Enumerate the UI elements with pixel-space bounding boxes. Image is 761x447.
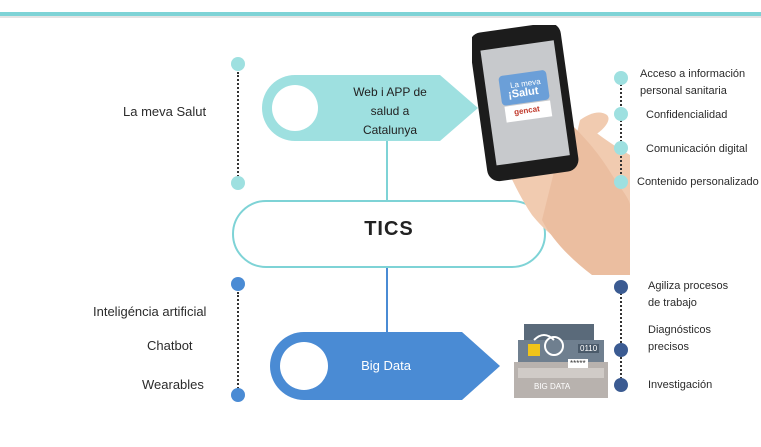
right-bottom-dot-3 <box>614 378 628 392</box>
top-left-dotted-line <box>237 72 239 180</box>
top-banner <box>262 75 478 141</box>
top-accent-bar <box>0 12 761 16</box>
top-banner-title: Web i APP de salud a Catalunya <box>353 85 427 137</box>
right-top-item-3: Comunicación digital <box>646 143 748 155</box>
right-bottom-dot-1 <box>614 280 628 294</box>
phone-in-hand-illustration <box>472 25 630 275</box>
top-left-dot-upper <box>231 57 245 71</box>
bottom-banner <box>270 332 500 400</box>
right-bottom-item-2: Diagnósticos precisos <box>648 324 711 353</box>
bottom-banner-title: Big Data <box>361 358 411 373</box>
right-top-dot-2 <box>614 107 628 121</box>
top-left-dot-lower <box>231 176 245 190</box>
tics-label: TICS <box>364 218 414 240</box>
right-top-dot-1 <box>614 71 628 85</box>
right-top-item-1: Acceso a información personal sanitaria <box>640 68 746 97</box>
right-top-dot-3 <box>614 141 628 155</box>
bottom-left-dot-upper <box>231 277 245 291</box>
top-left-label: La meva Salut <box>123 104 207 119</box>
big-data-caption: BIG DATA <box>534 382 571 391</box>
tics-pill <box>232 200 546 268</box>
right-top-item-2: Confidencialidad <box>646 109 728 121</box>
right-bottom-item-1: Agiliza procesos de trabajo <box>648 280 729 309</box>
bottom-left-dot-lower <box>231 388 245 402</box>
connector-bottom <box>386 266 388 334</box>
right-bottom-dotted-line <box>620 290 622 382</box>
big-data-illustration <box>514 324 608 398</box>
top-divider <box>0 16 761 18</box>
bottom-left-dotted-line <box>237 292 239 389</box>
right-top-dot-4 <box>614 175 628 189</box>
connector-top <box>386 138 388 202</box>
right-bottom-dot-2 <box>614 343 628 357</box>
right-top-dotted-line <box>620 80 622 182</box>
bottom-left-label-chatbot: Chatbot <box>147 338 193 353</box>
right-top-item-4: Contenido personalizado <box>637 176 759 188</box>
big-data-binary: 0110 <box>578 344 600 353</box>
right-bottom-item-3: Investigación <box>648 379 713 391</box>
big-data-password: ***** <box>568 359 588 368</box>
bottom-left-label-ai: Inteligéncia artificial <box>93 304 207 319</box>
bottom-left-label-wearables: Wearables <box>142 377 204 392</box>
